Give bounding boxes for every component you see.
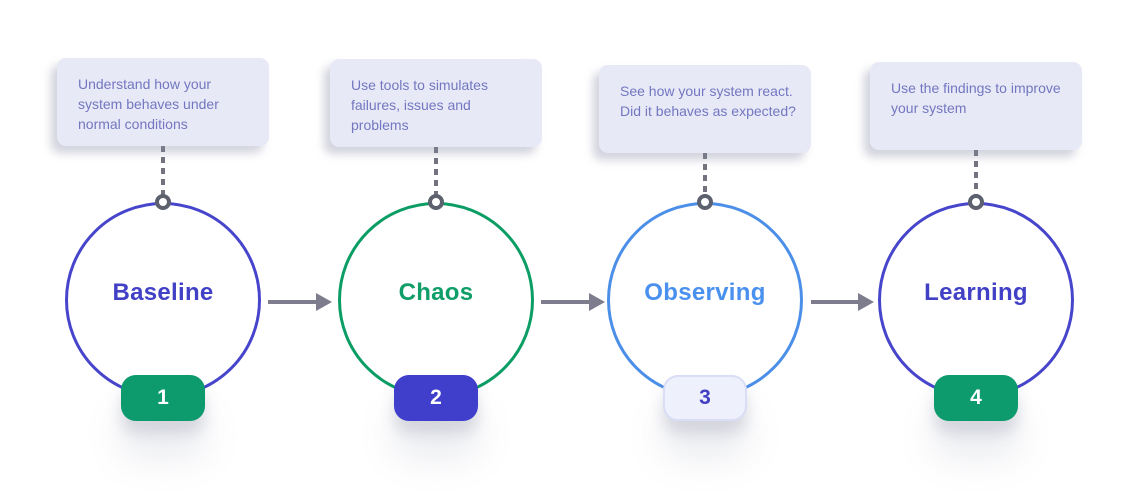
dashed-connector	[703, 153, 707, 195]
step-callout: Use tools to simulates failures, issues …	[330, 59, 542, 147]
step-number: 3	[699, 386, 711, 409]
arrow-right-icon	[316, 293, 332, 311]
arrow-line	[541, 300, 591, 304]
step-label: Chaos	[398, 279, 474, 306]
step-label: Baseline	[112, 279, 214, 306]
connector-ring-icon	[697, 194, 713, 210]
arrow-right-icon	[589, 293, 605, 311]
connector-ring-icon	[155, 194, 171, 210]
dashed-connector	[434, 147, 438, 195]
step-number-badge: 1	[121, 375, 205, 421]
step-circle: Chaos	[338, 202, 534, 398]
flow-arrow	[268, 293, 332, 311]
step-callout: Understand how your system behaves under…	[57, 58, 269, 146]
step-number-badge: 4	[934, 375, 1018, 421]
step-number-badge: 3	[663, 375, 747, 421]
step-number: 4	[970, 386, 982, 409]
step-callout-text: Understand how your system behaves under…	[78, 76, 219, 132]
connector-ring-icon	[968, 194, 984, 210]
step-number-badge: 2	[394, 375, 478, 421]
flow-arrow	[541, 293, 605, 311]
arrow-right-icon	[858, 293, 874, 311]
arrow-line	[811, 300, 860, 304]
step-circle: Learning	[878, 202, 1074, 398]
step-number: 1	[157, 386, 169, 409]
step-callout: See how your system react. Did it behave…	[599, 65, 811, 153]
step-circle: Baseline	[65, 202, 261, 398]
step-label: Observing	[644, 279, 766, 306]
step-callout-text: Use tools to simulates failures, issues …	[351, 77, 488, 133]
dashed-connector	[161, 146, 165, 195]
step-callout-text: See how your system react. Did it behave…	[620, 83, 796, 119]
step-callout-text: Use the findings to improve your system	[891, 80, 1061, 116]
arrow-line	[268, 300, 318, 304]
step-label: Learning	[924, 279, 1028, 306]
flow-arrow	[811, 293, 874, 311]
step-number: 2	[430, 386, 442, 409]
step-circle: Observing	[607, 202, 803, 398]
connector-ring-icon	[428, 194, 444, 210]
step-callout: Use the findings to improve your system	[870, 62, 1082, 150]
dashed-connector	[974, 150, 978, 195]
